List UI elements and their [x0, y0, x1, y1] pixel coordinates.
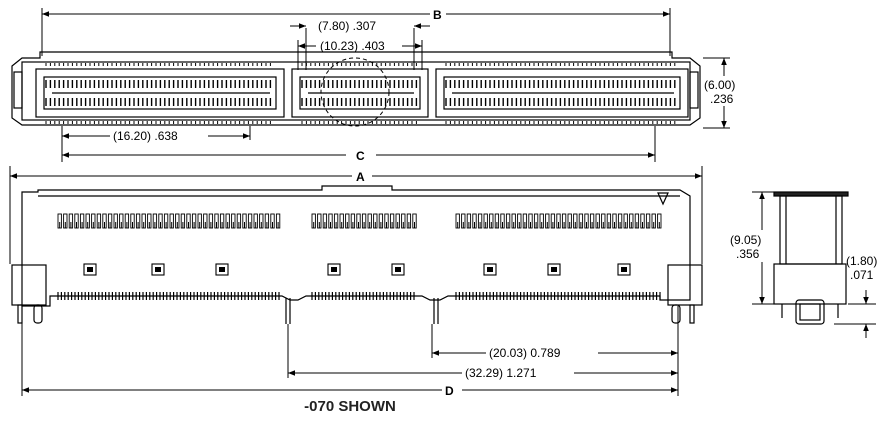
front-view	[11, 185, 703, 324]
side-view-top-cap	[773, 191, 849, 197]
front-view-contacts	[57, 213, 662, 300]
polarity-triangle-icon	[657, 192, 669, 206]
top-view-dimensions	[41, 8, 730, 162]
dim-label-307: (7.80) .307	[318, 19, 376, 33]
dim-label-071-in: .071	[850, 268, 874, 282]
dim-label-236-in: .236	[710, 92, 734, 106]
dim-label-789: (20.03) 0.789	[489, 346, 561, 360]
slot-window-left	[35, 68, 285, 118]
side-view	[773, 191, 849, 325]
side-view-dimensions	[752, 191, 876, 338]
dim-label-403: (10.23) .403	[320, 39, 385, 53]
top-view-inner-rim	[21, 61, 691, 121]
dim-label-1271: (32.29) 1.271	[465, 366, 537, 380]
front-view-dimensions	[9, 166, 703, 396]
dim-label-236-mm: (6.00)	[704, 78, 735, 92]
slot-window-middle	[291, 68, 429, 118]
left-end-post	[11, 264, 47, 306]
dim-label-638: (16.20) .638	[113, 129, 178, 143]
detail-circle	[320, 57, 390, 127]
dim-label-d: D	[445, 384, 454, 398]
right-end-tab	[689, 71, 699, 109]
top-view-contacts	[45, 63, 676, 124]
drawing-caption: -070 SHOWN	[304, 398, 396, 415]
top-view	[11, 51, 701, 127]
side-view-body	[779, 195, 843, 265]
dim-label-356-mm: (9.05)	[730, 233, 761, 247]
left-end-tab	[13, 71, 23, 109]
side-view-base	[773, 263, 847, 305]
dim-label-071-mm: (1.80)	[846, 254, 877, 268]
top-view-outline	[11, 51, 701, 126]
dim-label-a: A	[356, 170, 365, 184]
slot-window-right	[435, 68, 689, 118]
dim-label-b: B	[433, 8, 442, 22]
front-view-outline	[21, 185, 691, 307]
dim-label-356-in: .356	[736, 247, 760, 261]
dim-label-c: C	[356, 149, 365, 163]
right-end-post	[667, 264, 703, 306]
